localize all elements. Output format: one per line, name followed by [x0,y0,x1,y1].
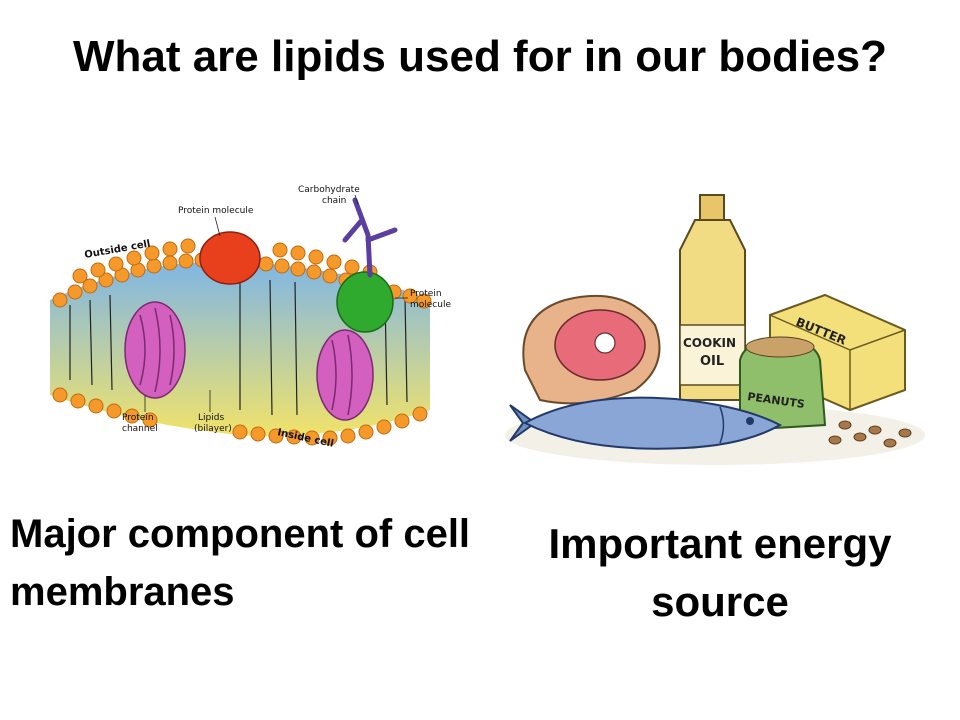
protein-channel-label-1: Protein [122,413,154,423]
meat-illustration [522,294,661,405]
carbohydrate-chain-label-1: Carbohydrate [298,185,360,195]
energy-caption: Important energy source [548,520,892,625]
peanuts-bag: PEANUTS [739,336,827,432]
protein-molecule-right-label-1: Protein [410,289,442,299]
lipid-heads-bottom [52,387,428,446]
protein-channel-right [316,329,374,421]
oil-label-line1: COOKIN [683,336,736,350]
cooking-oil-bottle: COOKIN OIL [679,194,746,401]
cell-membrane-diagram: Outside cell Inside cell Protein molecul… [50,185,451,450]
lipids-label-2: (bilayer) [194,424,232,434]
fish-illustration [509,396,783,450]
loose-peanuts [828,420,912,448]
lipids-label-1: Lipids [198,413,224,423]
lipid-tails [69,279,408,416]
carbohydrate-chain [342,197,398,278]
oil-label-line2: OIL [700,354,724,369]
protein-molecule-top-label: Protein molecule [178,206,254,216]
protein-molecule-red [199,231,261,285]
slide-title: What are lipids used for in our bodies? [72,32,888,81]
membrane-caption: Major component of cell membranes [10,512,471,614]
energy-foods-illustration: COOKIN OIL BUTTER PEANUTS [505,194,925,465]
protein-channel-left [124,301,186,399]
protein-molecule-right-label-2: molecule [410,300,451,310]
carbohydrate-chain-label-2: chain [322,196,346,206]
protein-molecule-green [336,271,394,333]
protein-channel-label-2: channel [122,424,158,434]
